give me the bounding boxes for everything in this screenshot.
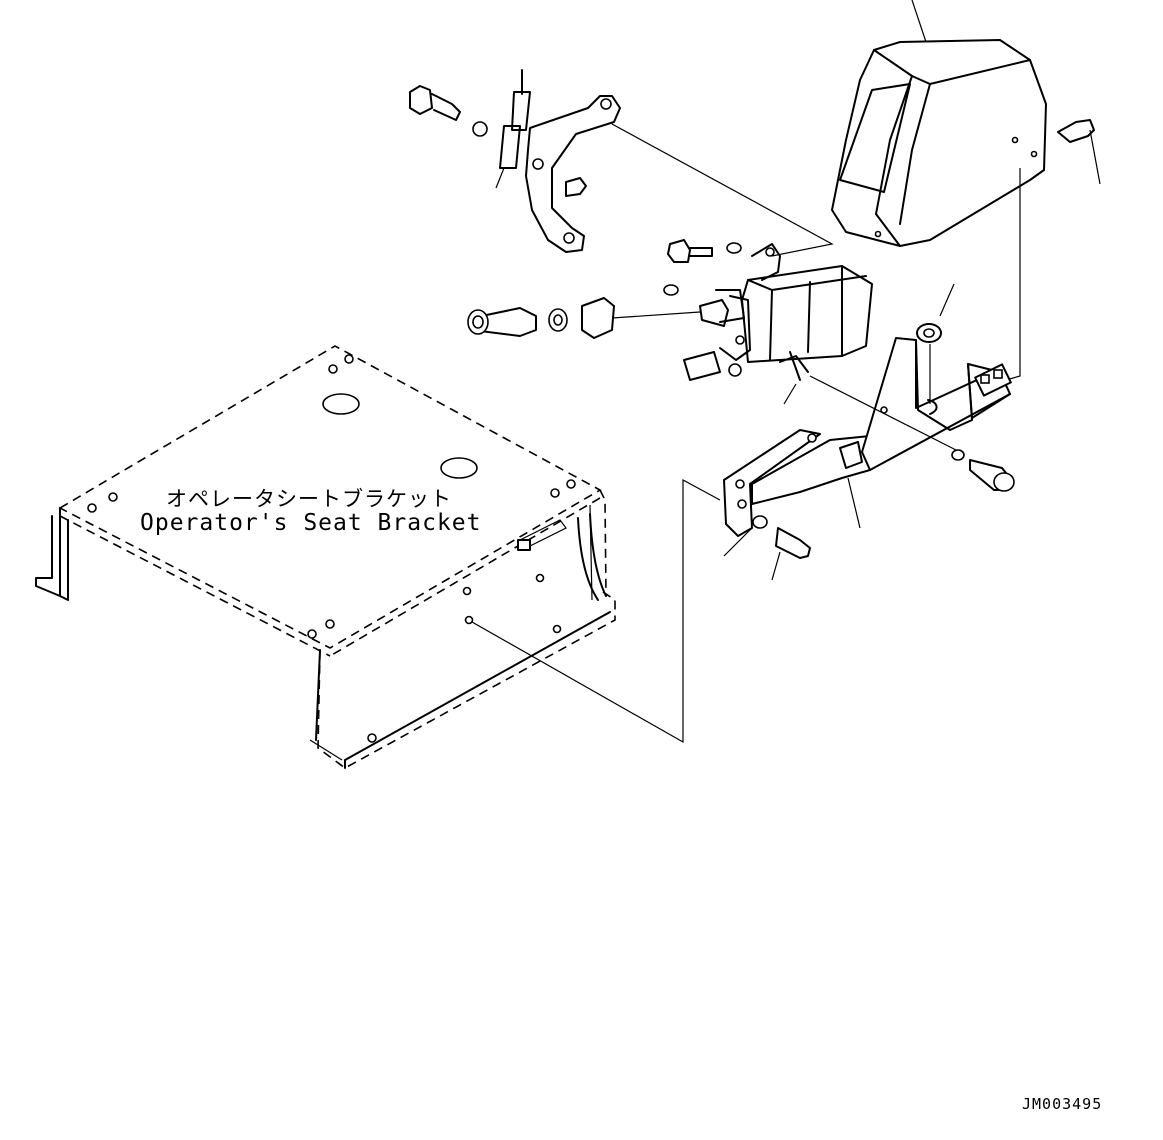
rod-clip <box>495 69 531 189</box>
knob-and-nut <box>467 284 701 339</box>
valve-cover <box>831 0 1047 381</box>
bolt-valve-top <box>667 239 742 263</box>
seat-bracket-label-jp: オペレータシートブラケット <box>166 487 452 511</box>
bolt-upper-left <box>409 85 587 197</box>
leader-link-to-valve <box>611 123 834 257</box>
cover-screw <box>1057 119 1101 185</box>
operator-seat-bracket <box>35 345 616 769</box>
link-plate <box>525 95 621 253</box>
bolt-lower-right <box>951 449 1015 492</box>
mounting-bracket <box>723 283 1012 537</box>
bolt-lower-left <box>723 515 811 581</box>
drawing-code: JM003495 <box>1022 1095 1103 1113</box>
leader-bracket-to-mount <box>471 478 721 744</box>
valve-assembly <box>683 243 873 381</box>
seat-bracket-label-en: Operator's Seat Bracket <box>140 510 482 536</box>
